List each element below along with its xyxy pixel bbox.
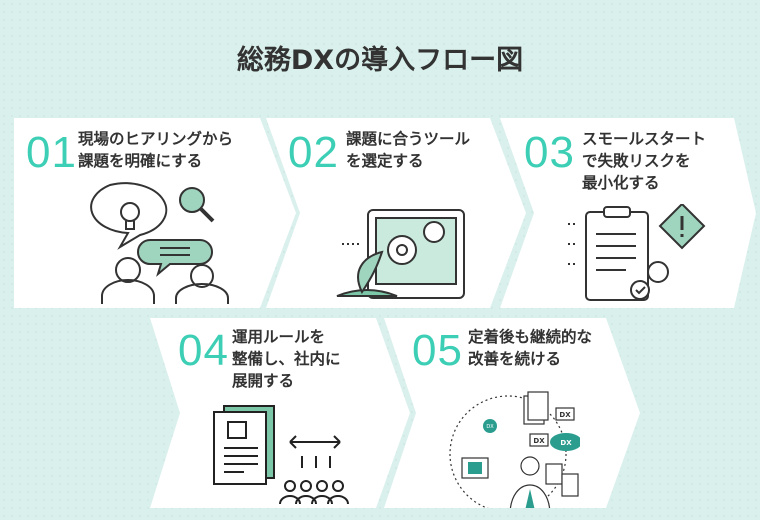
- step-number: 02: [288, 128, 339, 177]
- dx-cycle-illustration: DX DX DX DX: [449, 391, 580, 508]
- step-text: 現場のヒアリングから 課題を明確にする: [78, 130, 234, 170]
- step-number: 05: [412, 326, 463, 375]
- step-number: 04: [178, 326, 229, 375]
- step-text: 運用ルールを 整備し、社内に 展開する: [232, 328, 341, 390]
- document-team-illustration: [213, 405, 349, 505]
- step-card-05: 05 定着後も継続的な 改善を続ける DX DX DX DX: [384, 318, 640, 508]
- step-text: スモールスタート で失敗リスクを 最小化する: [582, 130, 707, 192]
- step-number: 03: [524, 128, 575, 177]
- page-title: 総務DXの導入フロー図: [236, 45, 524, 76]
- step-text: 定着後も継続的な 改善を続ける: [468, 328, 593, 368]
- tool-selection-illustration: [336, 209, 465, 299]
- dx-label: DX: [533, 437, 545, 445]
- step-card-01: 01 現場のヒアリングから 課題を明確にする: [14, 118, 296, 308]
- step-number: 01: [26, 128, 77, 177]
- step-card-04: 04 運用ルールを 整備し、社内に 展開する: [150, 318, 410, 508]
- dx-label: DX: [560, 439, 572, 447]
- step-card-02: 02 課題に合うツール を選定する: [266, 118, 526, 308]
- dx-label: DX: [486, 424, 494, 430]
- checklist-warning-illustration: [568, 204, 706, 301]
- dx-label: DX: [559, 411, 571, 419]
- interview-illustration: [90, 182, 229, 304]
- step-text: 課題に合うツール を選定する: [346, 130, 471, 170]
- step-card-03: 03 スモールスタート で失敗リスクを 最小化する: [500, 118, 756, 308]
